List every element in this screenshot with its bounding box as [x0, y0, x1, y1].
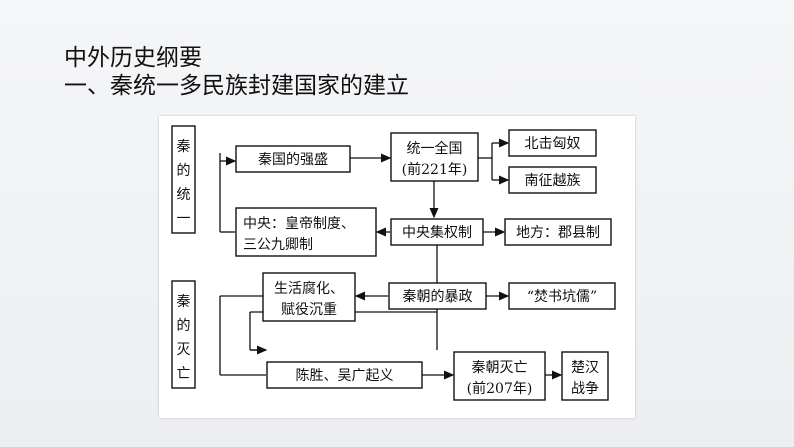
- svg-text:三公九卿制: 三公九卿制: [243, 237, 313, 253]
- svg-text:秦国的强盛: 秦国的强盛: [258, 152, 328, 168]
- svg-text:陈胜、吴广起义: 陈胜、吴广起义: [296, 367, 394, 384]
- node-north-xiongnu: 北击匈奴: [508, 129, 597, 157]
- svg-text:地方：郡县制: 地方：郡县制: [516, 225, 600, 241]
- section-fall-char: 的: [177, 318, 191, 334]
- node-tyranny: 秦朝的暴政: [388, 282, 487, 310]
- svg-text:(前221年): (前221年): [402, 161, 468, 178]
- svg-text:中央集权制: 中央集权制: [402, 224, 472, 241]
- svg-text:“焚书坑儒”: “焚书坑儒”: [527, 289, 597, 305]
- section-unify-char: 的: [177, 163, 191, 179]
- node-central-gov: 中央：皇帝制度、 三公九卿制: [235, 207, 377, 257]
- node-qin-fall: 秦朝灭亡 (前207年): [453, 351, 546, 401]
- svg-text:中央：皇帝制度、: 中央：皇帝制度、: [243, 216, 355, 232]
- section-fall-char: 亡: [177, 366, 191, 382]
- section-unify-char: 秦: [177, 139, 191, 155]
- node-qin-rise: 秦国的强盛: [235, 145, 351, 173]
- section-box-fall: 秦 的 灭 亡: [171, 280, 196, 389]
- section-title: 一、秦统一多民族封建国家的建立: [64, 73, 409, 99]
- svg-text:战争: 战争: [571, 381, 599, 397]
- section-unify-char: 统: [177, 187, 191, 203]
- svg-text:(前207年): (前207年): [467, 380, 533, 397]
- svg-text:南征越族: 南征越族: [525, 173, 581, 189]
- node-uprising: 陈胜、吴广起义: [266, 361, 423, 389]
- node-unify-country: 统一全国 (前221年): [390, 132, 479, 182]
- node-chu-han-war: 楚汉 战争: [561, 351, 609, 401]
- flowchart-panel: 秦 的 统 一 秦 的 灭 亡 秦国的强盛 统一全国 (前221年) 北击匈奴: [159, 116, 635, 418]
- svg-text:秦朝的暴政: 秦朝的暴政: [403, 289, 473, 305]
- flowchart: 秦 的 统 一 秦 的 灭 亡 秦国的强盛 统一全国 (前221年) 北击匈奴: [171, 125, 616, 401]
- section-fall-char: 灭: [177, 342, 191, 358]
- node-south-yue: 南征越族: [508, 166, 597, 194]
- section-fall-char: 秦: [177, 294, 191, 310]
- node-corruption: 生活腐化、 赋役沉重: [262, 272, 356, 322]
- svg-text:生活腐化、: 生活腐化、: [274, 280, 344, 297]
- page-title: 中外历史纲要: [64, 45, 202, 71]
- svg-text:赋役沉重: 赋役沉重: [281, 302, 337, 318]
- svg-text:秦朝灭亡: 秦朝灭亡: [472, 360, 528, 376]
- svg-text:楚汉: 楚汉: [571, 360, 599, 376]
- section-unify-char: 一: [177, 211, 191, 227]
- node-centralization: 中央集权制: [390, 218, 484, 246]
- svg-text:北击匈奴: 北击匈奴: [525, 135, 581, 152]
- svg-text:统一全国: 统一全国: [407, 140, 463, 157]
- node-burning-books: “焚书坑儒”: [508, 282, 616, 310]
- node-local-gov: 地方：郡县制: [504, 218, 612, 246]
- section-box-unify: 秦 的 统 一: [171, 125, 196, 234]
